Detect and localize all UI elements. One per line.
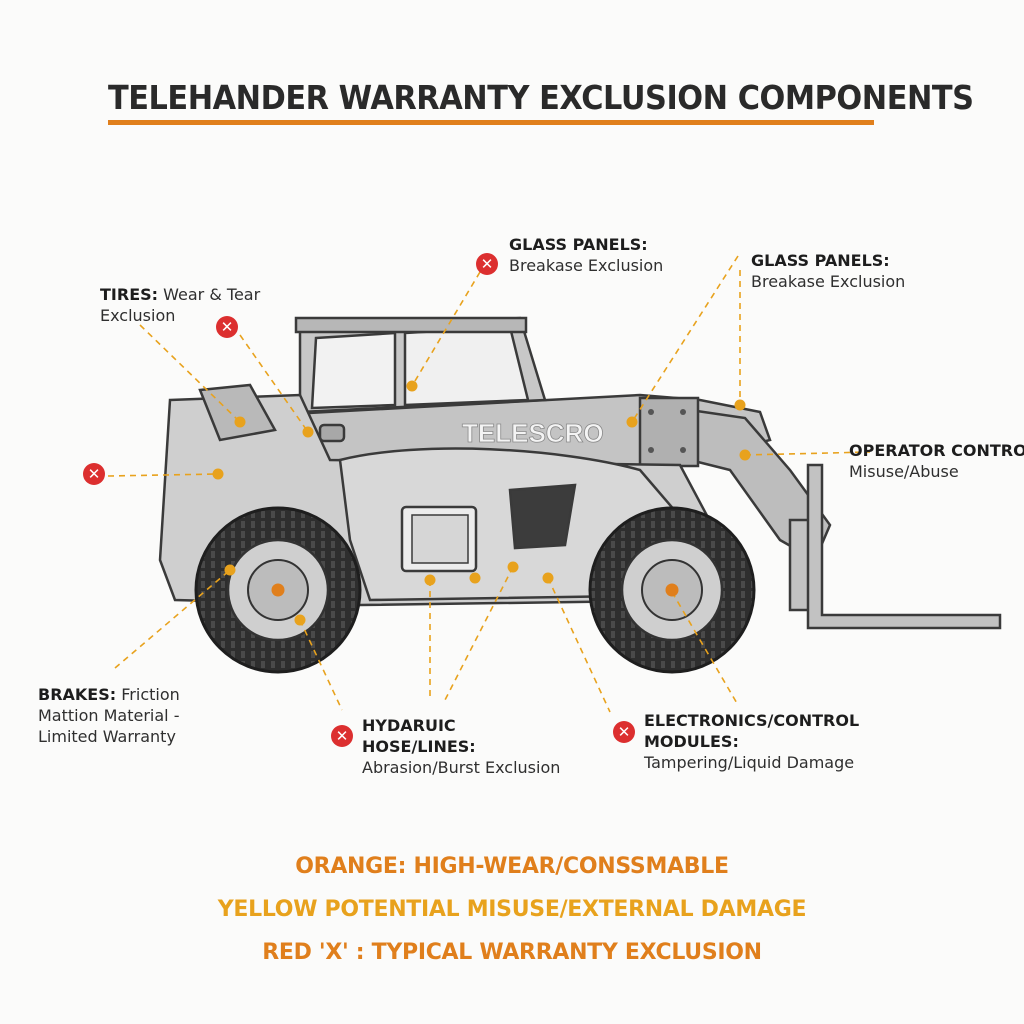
tires-heading: TIRES: xyxy=(100,285,159,304)
cab xyxy=(294,316,547,414)
legend-orange: ORANGE: HIGH-WEAR/CONSSMABLE xyxy=(295,854,729,879)
hydraulic-heading-2: HOSE/LINES: xyxy=(362,737,476,756)
tires-callout: TIRES: Wear & Tear Exclusion xyxy=(100,284,260,326)
legend-yellow: YELLOW POTENTIAL MISUSE/EXTERNAL DAMAGE xyxy=(217,897,807,922)
hydraulic-callout: HYDARUIC HOSE/LINES: Abrasion/Burst Excl… xyxy=(362,715,560,778)
tires-text: Wear & Tear xyxy=(163,285,261,304)
boom xyxy=(178,393,832,562)
electronics-heading-2: MODULES: xyxy=(644,732,739,751)
operator-text: Misuse/Abuse xyxy=(849,462,959,481)
rear-hub-marker xyxy=(271,583,285,597)
brakes-text: Friction xyxy=(121,685,180,704)
electronics-callout: ELECTRONICS/CONTROL MODULES: Tampering/L… xyxy=(644,710,859,773)
exclusion-x-icon: ✕ xyxy=(216,316,238,338)
fork-carriage xyxy=(788,463,1002,630)
operator-controls-callout: OPERATOR CONTROLS Misuse/Abuse xyxy=(849,440,1024,482)
wear-markers xyxy=(212,380,751,626)
glass-panels-right-callout: GLASS PANELS: Breakase Exclusion xyxy=(751,250,905,292)
hydraulic-heading: HYDARUIC xyxy=(362,716,456,735)
title-underline xyxy=(108,120,874,125)
front-hub-marker xyxy=(665,583,679,597)
tires-text-2: Exclusion xyxy=(100,306,176,325)
glass-right-text: Breakase Exclusion xyxy=(751,272,906,291)
leader-lines xyxy=(107,255,871,713)
brakes-callout: BRAKES: Friction Mattion Material - Limi… xyxy=(38,684,180,747)
exclusion-x-icon: ✕ xyxy=(613,721,635,743)
brand-text: TELESCRO xyxy=(462,418,604,448)
brakes-text-3: Limited Warranty xyxy=(38,727,176,746)
glass-center-heading: GLASS PANELS: xyxy=(509,235,648,254)
exclusion-x-icon: ✕ xyxy=(476,253,498,275)
electronics-text: Tampering/Liquid Damage xyxy=(644,753,855,772)
glass-right-heading: GLASS PANELS: xyxy=(751,251,890,270)
brakes-text-2: Mattion Material - xyxy=(38,706,180,725)
brakes-heading: BRAKES: xyxy=(38,685,117,704)
glass-center-text: Breakase Exclusion xyxy=(509,256,664,275)
operator-heading: OPERATOR CONTROLS xyxy=(849,441,1024,460)
legend-red: RED 'X' : TYPICAL WARRANTY EXCLUSION xyxy=(262,940,762,965)
glass-panels-center-callout: GLASS PANELS: Breakase Exclusion xyxy=(509,234,663,276)
hydraulic-text: Abrasion/Burst Exclusion xyxy=(362,758,561,777)
electronics-heading: ELECTRONICS/CONTROL xyxy=(644,711,860,730)
exclusion-x-icon: ✕ xyxy=(83,463,105,485)
exclusion-x-icon: ✕ xyxy=(331,725,353,747)
page-title: TELEHANDER WARRANTY EXCLUSION COMPONENTS xyxy=(108,78,974,117)
